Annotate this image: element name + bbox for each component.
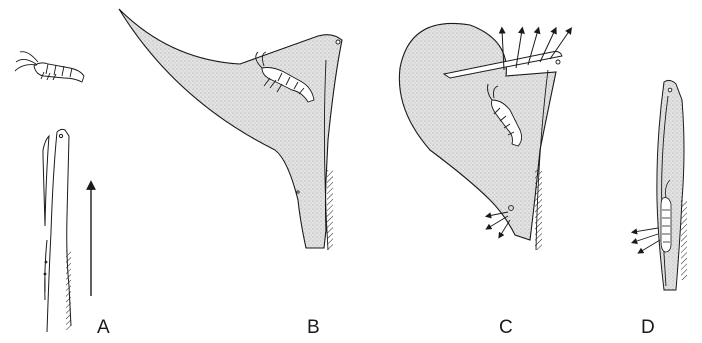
stem-hatching-c [535, 170, 542, 250]
unfolded-flower-b [119, 9, 342, 248]
panel-a [15, 52, 91, 332]
panel-label-b: B [307, 318, 320, 337]
panel-label-c: C [499, 318, 513, 337]
stem-hatching-d [681, 200, 687, 280]
shrimp-a [15, 52, 84, 82]
stem-hatching-b [327, 170, 333, 250]
stem-hatching-a [66, 250, 71, 330]
closed-flower-d [657, 80, 684, 290]
panel-label-d: D [641, 318, 655, 337]
water-arrows-d [634, 228, 660, 252]
panel-c [399, 23, 570, 250]
panel-label-a: A [97, 318, 110, 337]
panel-b [119, 9, 342, 250]
panel-d [634, 80, 687, 290]
